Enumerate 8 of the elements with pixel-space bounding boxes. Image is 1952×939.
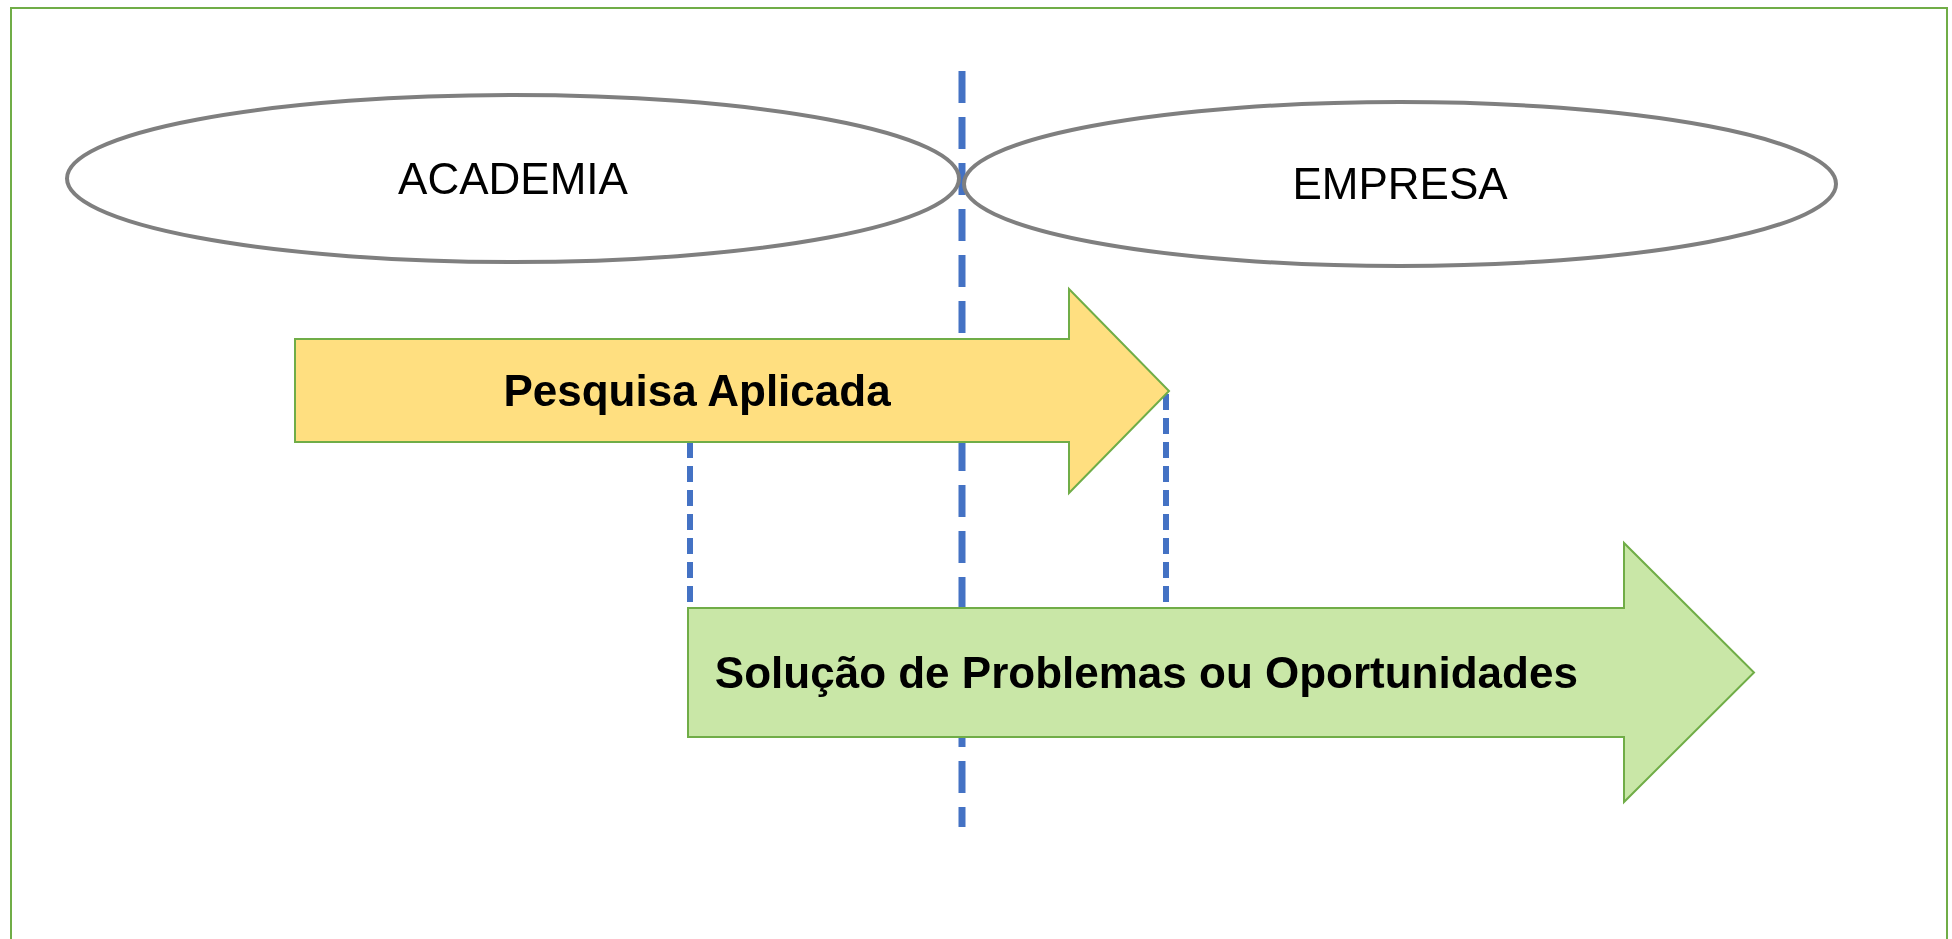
node-label: Pesquisa Aplicada bbox=[503, 366, 891, 416]
ellipse-node bbox=[962, 100, 1838, 268]
node-label: EMPRESA bbox=[1292, 159, 1508, 209]
ellipse-node bbox=[65, 93, 961, 264]
block-arrow bbox=[688, 543, 1754, 802]
node-label: ACADEMIA bbox=[398, 153, 628, 204]
node-label: Solução de Problemas ou Oportunidades bbox=[714, 647, 1578, 698]
block-arrow bbox=[295, 289, 1169, 493]
